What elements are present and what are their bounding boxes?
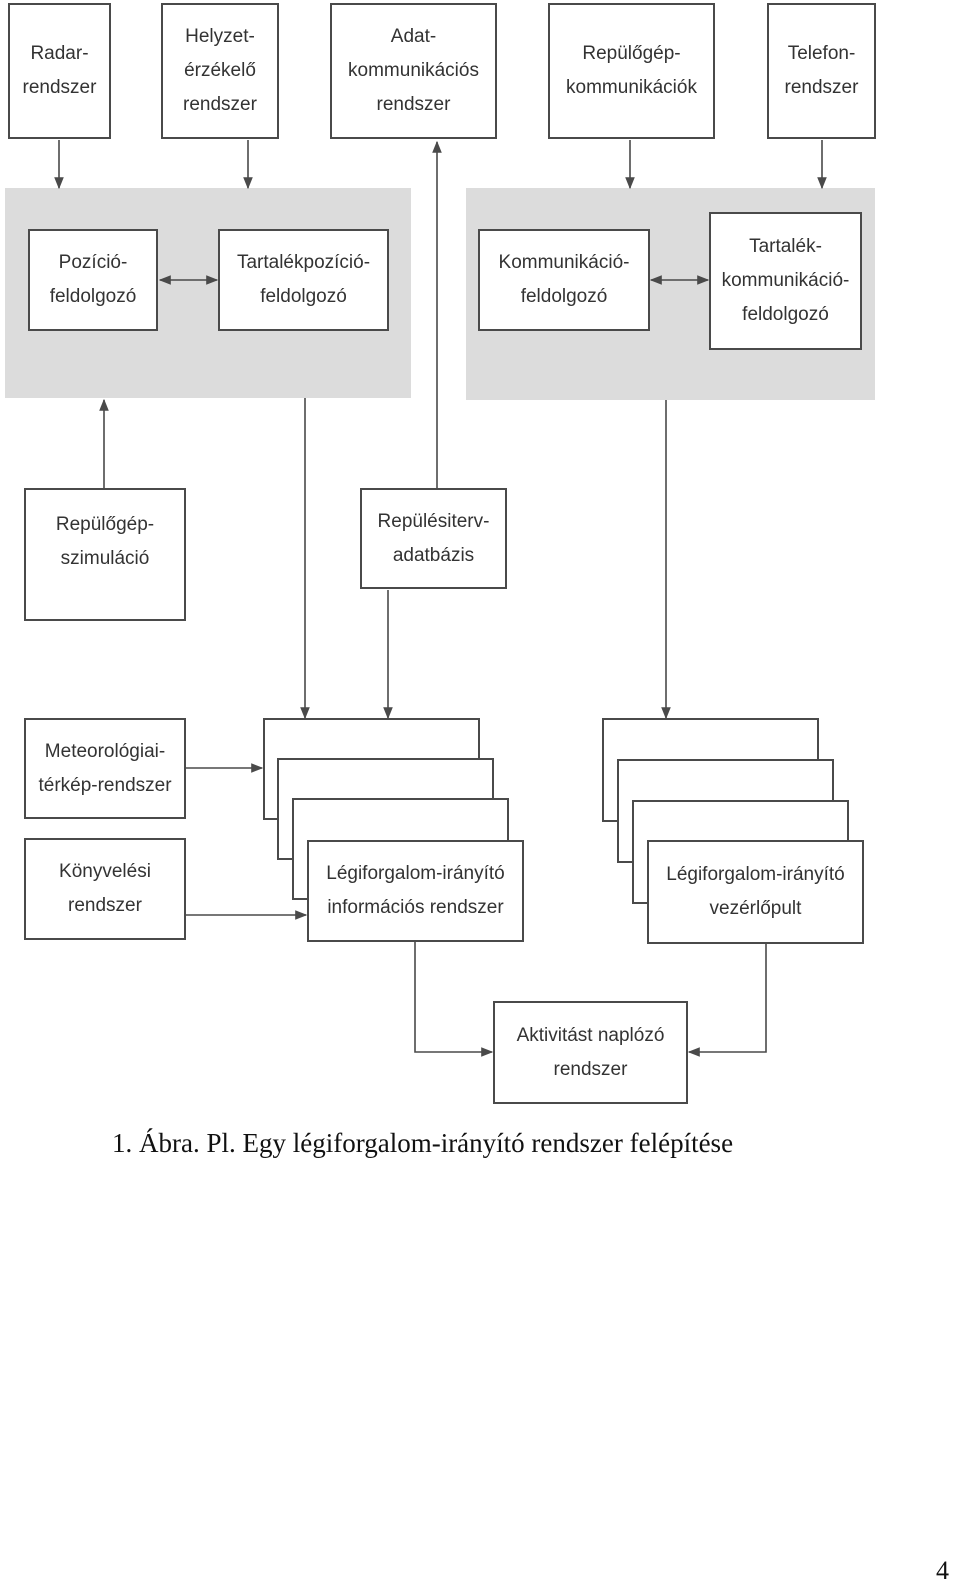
figure-caption: 1. Ábra. Pl. Egy légiforgalom-irányító r… [112,1128,734,1158]
telephone-system-box: Telefon-rendszer [767,3,876,139]
position-sensor-system-box: Helyzet-érzékelő rendszer [161,3,279,139]
aircraft-communications-box: Repülőgép-kommunikációk [548,3,715,139]
box-label-line: Pozíció- [58,252,128,273]
box-label-line: Tartalékpozíció- [236,252,371,273]
box-label-line: feldolgozó [520,286,608,307]
accounting-system-box: Könyvelési rendszer [24,838,186,940]
box-label-line: Radar- [30,43,89,64]
box-label-line: érzékelő [184,60,256,81]
box-label-line: rendszer [376,94,451,115]
meteorological-map-system-box: Meteorológiai-térkép-rendszer [24,718,186,819]
box-label-line: kommunikációs [348,60,479,81]
box-label-line: rendszer [553,1058,628,1080]
box-label-line: rendszer [22,77,97,98]
box-label-line: Telefon- [787,43,856,64]
box-label-line: szimuláció [60,548,150,569]
box-label-line: információs rendszer [327,897,504,918]
box-label-line: Repülőgép- [582,43,681,64]
atc-information-system-box: Légiforgalom-irányító információs rendsze… [307,840,524,942]
position-processor-box: Pozíció-feldolgozó [28,229,158,331]
flight-plan-database-box: Repülésiterv-adatbázis [360,488,507,589]
box-label-line: rendszer [68,895,142,916]
arrow-atc-info-to-activity-log [414,942,494,1057]
box-label-line: rendszer [784,77,859,98]
box-label-line: Adat- [390,26,437,47]
arrow-atc-console-to-activity-log [687,944,767,1057]
radar-system-box: Radar-rendszer [8,3,111,139]
box-label-line: Légiforgalom-irányító [326,863,505,884]
box-label-line: feldolgozó [742,304,829,325]
aircraft-simulation-box: Repülőgép-szimuláció [24,488,186,621]
box-label-line: kommunikáció- [721,270,850,291]
box-label-line: Könyvelési [59,861,151,882]
box-label-line: Tartalék- [749,236,822,257]
box-label-line: Aktivitást naplózó [516,1024,665,1046]
page-number: 4 [936,1556,949,1585]
box-label-line: Kommunikáció- [498,252,630,273]
communication-processor-box: Kommunikáció-feldolgozó [478,229,650,331]
backup-position-processor-box: Tartalékpozíció-feldolgozó [218,229,389,331]
box-label-line: térkép-rendszer [38,774,172,796]
box-label-line: feldolgozó [49,286,137,307]
backup-communication-processor-box: Tartalék-kommunikáció-feldolgozó [709,212,862,350]
box-label-line: adatbázis [392,544,475,566]
atc-console-box: Légiforgalom-irányító vezérlőpult [647,840,864,944]
box-label-line: Helyzet- [185,26,255,47]
box-label-line: rendszer [183,94,257,115]
box-label-line: kommunikációk [566,77,697,98]
box-label-line: Légiforgalom-irányító [666,864,845,885]
box-label-line: feldolgozó [260,286,347,307]
box-label-line: Repülőgép- [55,514,155,535]
data-communication-system-box: Adat-kommunikációs rendszer [330,3,497,139]
box-label-line: Meteorológiai- [44,740,166,762]
box-label-line: Repülésiterv- [377,510,490,532]
box-label-line: vezérlőpult [709,898,802,919]
activity-log-system-box: Aktivitást naplózó rendszer [493,1001,688,1104]
